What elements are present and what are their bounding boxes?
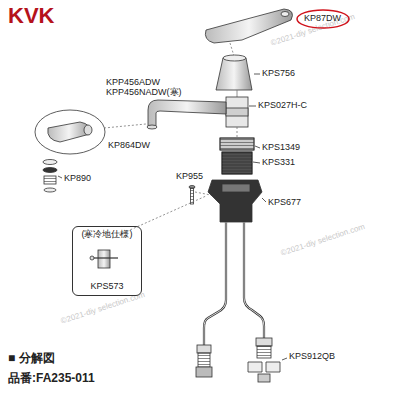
node-label: KP87DW [304, 14, 342, 24]
part-number: KPS027H-C [258, 101, 307, 111]
node-label: (寒冷地仕様) [82, 230, 133, 240]
part-number: KP864DW [108, 141, 150, 151]
model-number: 品番:FA235-011 [8, 372, 95, 385]
section-heading: ■ 分解図 [8, 352, 55, 365]
part-number: KP955 [176, 172, 203, 182]
watermark: ©2021-diy selection.com [60, 291, 146, 326]
watermark: ©2021-diy selection.com [280, 223, 366, 258]
highlight-ellipse: KP87DW [296, 9, 350, 29]
part-number: KPS573 [90, 282, 123, 292]
part-number: KPS331 [262, 158, 295, 168]
inset-box: (寒冷地仕様) KPS573 [72, 226, 142, 296]
part-number: KPS677 [268, 198, 301, 208]
part-number: KPP456NADW(寒) [106, 88, 182, 98]
part-number: KPS912QB [289, 352, 335, 362]
part-number: KPS756 [262, 69, 295, 79]
ellipse-outline [297, 10, 349, 28]
brand-logo: KVK [8, 4, 54, 28]
part-number: KPP456ADW [106, 78, 160, 88]
part-number: KP890 [64, 174, 91, 184]
part-number: KPS1349 [262, 143, 300, 153]
